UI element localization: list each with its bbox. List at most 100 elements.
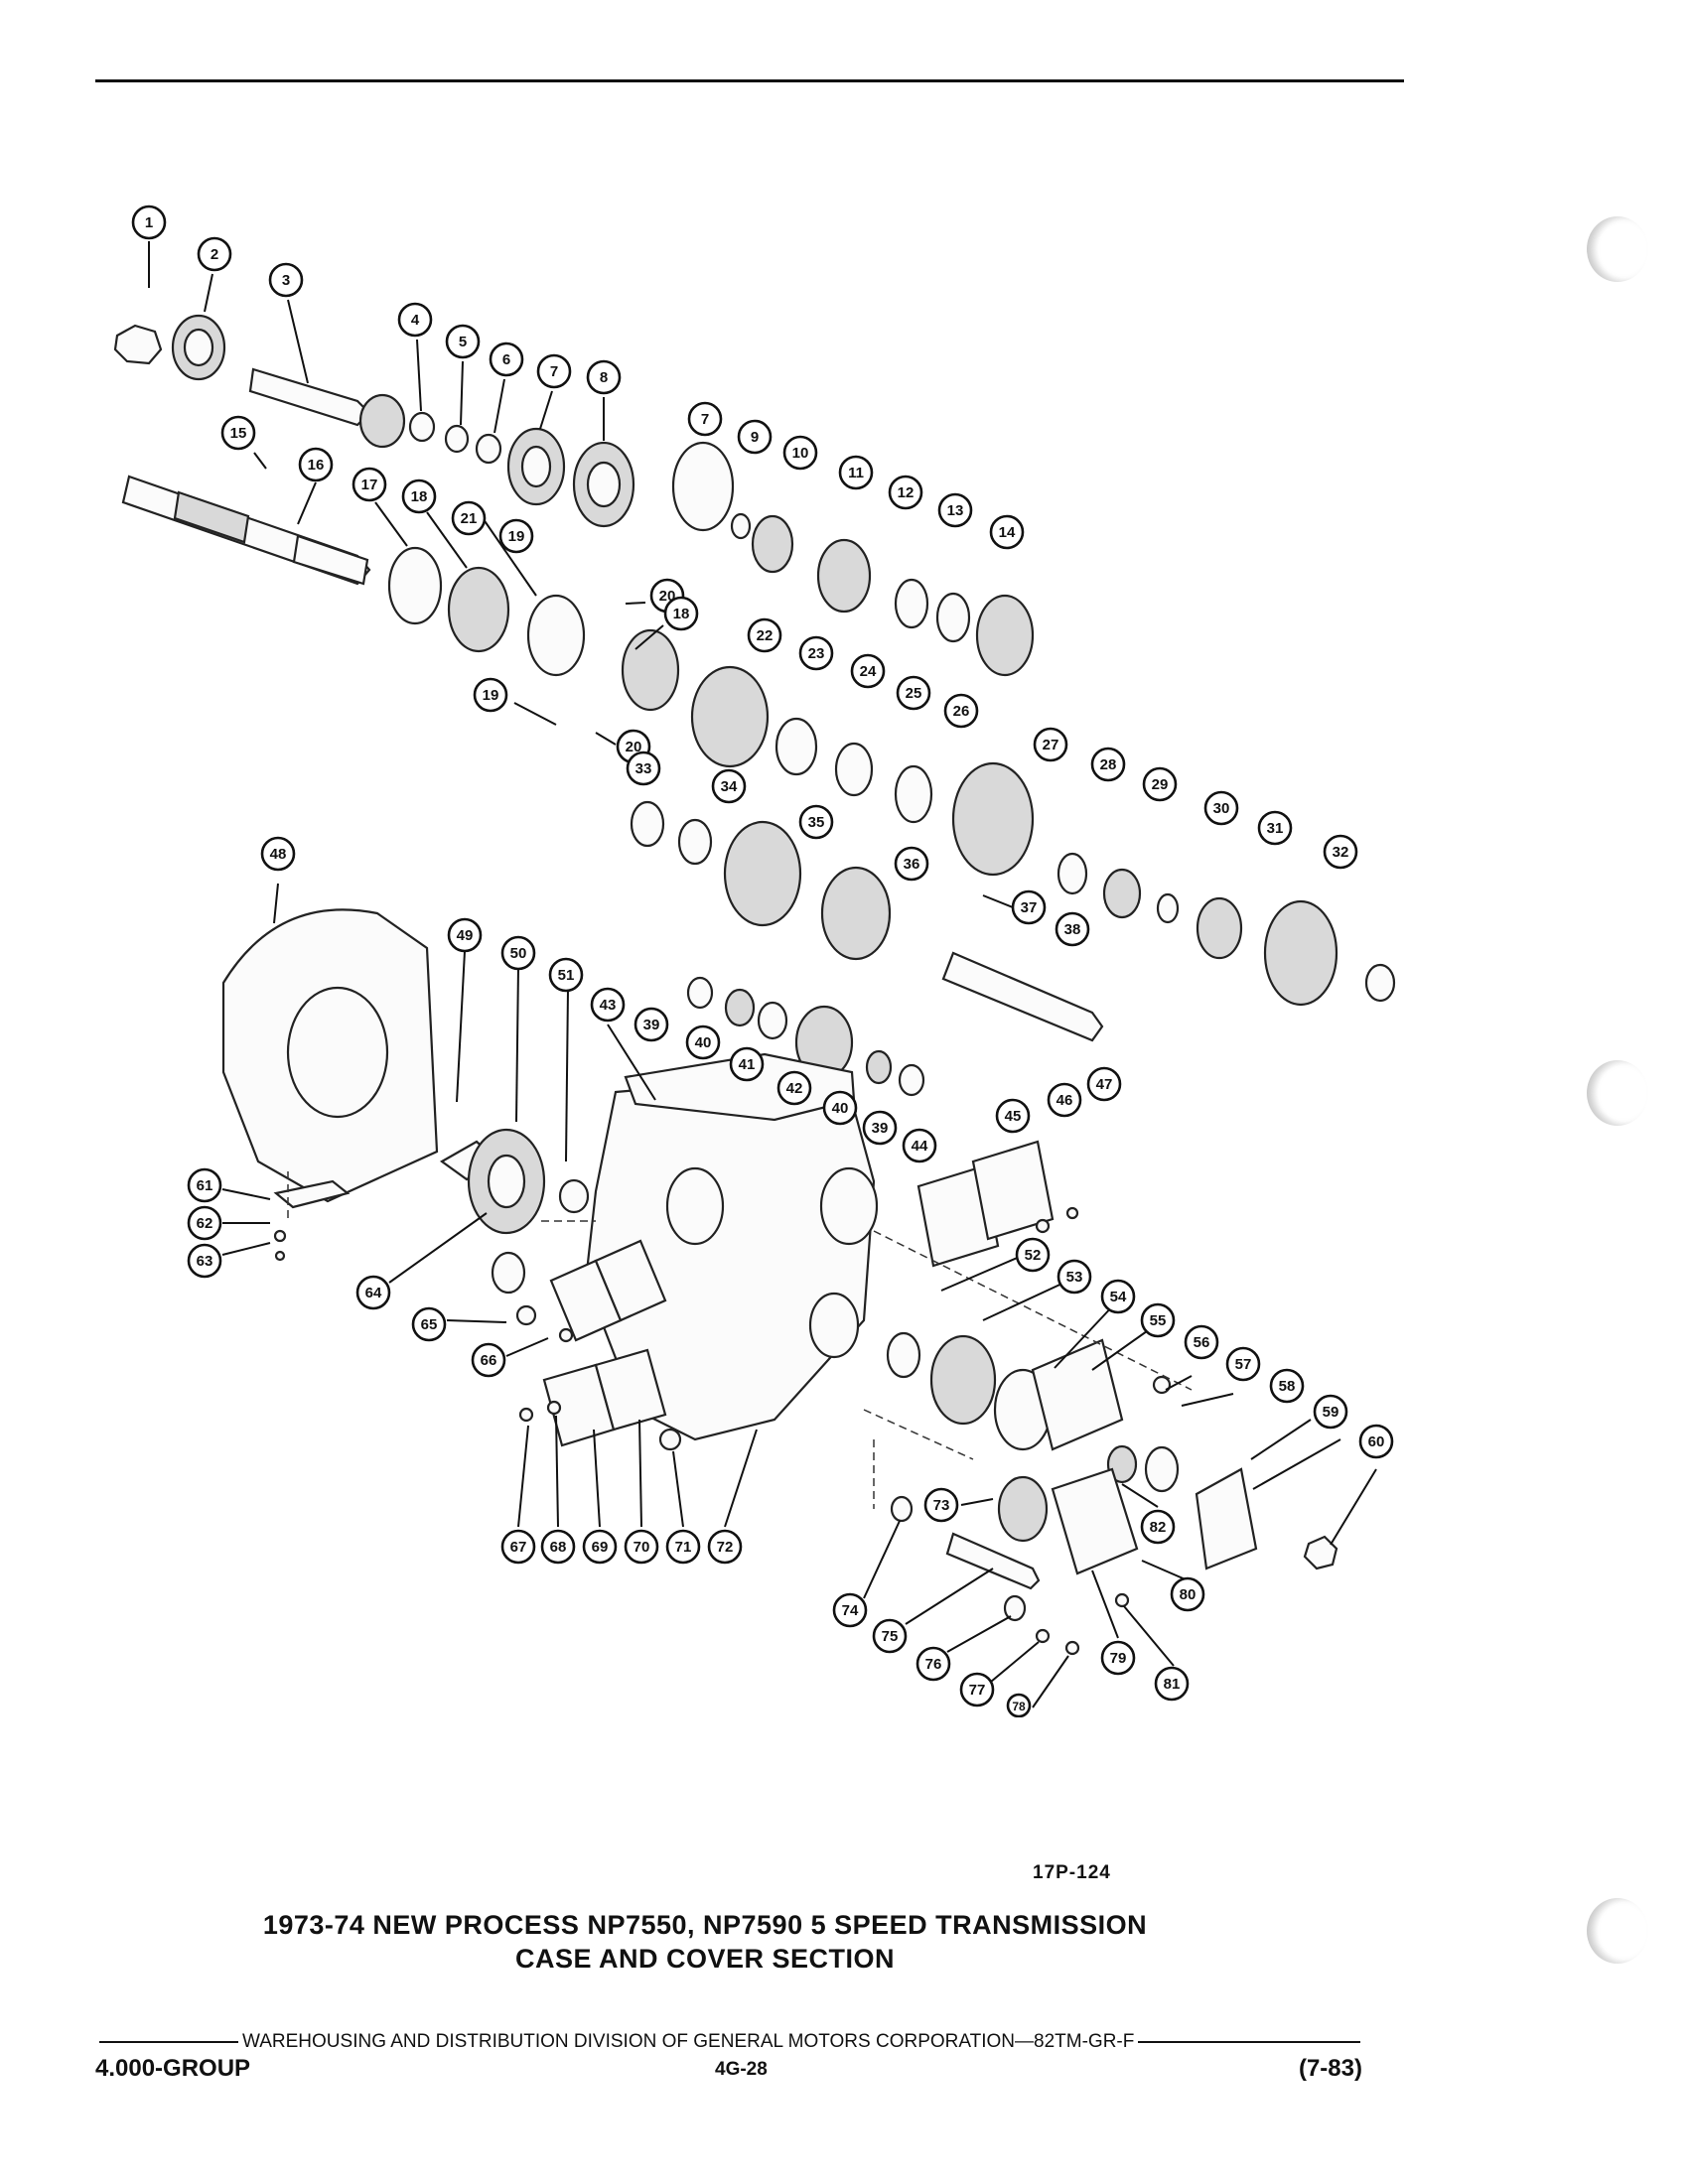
callout-label: 5 [459, 334, 467, 350]
callout-3: 3 [268, 262, 304, 298]
callout-69: 69 [582, 1529, 618, 1565]
part-callouts: 1 2 3 4 5 6 7 8 7 9 10 11 12 13 14 15 16… [131, 205, 1394, 1717]
callout-label: 9 [751, 429, 759, 446]
callout-label: 68 [550, 1539, 567, 1556]
callout-58: 58 [1269, 1368, 1305, 1404]
dashed-assembly-lines [287, 1171, 1193, 1509]
callout-label: 7 [550, 363, 558, 380]
figure-code: 17P-124 [1033, 1862, 1111, 1883]
callout-26: 26 [943, 693, 979, 729]
callout-41: 41 [729, 1046, 765, 1082]
callout-14: 14 [989, 514, 1025, 550]
callout-42: 42 [776, 1070, 812, 1106]
callout-label: 32 [1333, 844, 1349, 861]
callout-label: 13 [947, 502, 964, 519]
callout-4: 4 [397, 302, 433, 338]
callout-17: 17 [352, 467, 387, 502]
callout-label: 25 [906, 685, 922, 702]
callout-label: 20 [626, 739, 642, 755]
top-rule [95, 79, 1404, 82]
callout-51: 51 [548, 957, 584, 993]
callout-55: 55 [1140, 1302, 1176, 1338]
callout-label: 50 [510, 945, 527, 962]
callout-52: 52 [1015, 1237, 1051, 1273]
callout-label: 75 [882, 1628, 899, 1645]
binder-hole-top [1587, 216, 1648, 282]
footer-division-text: WAREHOUSING AND DISTRIBUTION DIVISION OF… [242, 2031, 1135, 2052]
callout-label: 6 [502, 351, 510, 368]
callout-label: 4 [411, 312, 420, 329]
callout-label: 3 [282, 272, 290, 289]
reverse-idler-parts [686, 976, 925, 1097]
callout-label: 52 [1025, 1247, 1042, 1264]
callout-18b: 18 [663, 596, 699, 631]
callout-label: 22 [757, 627, 774, 644]
callout-53: 53 [1056, 1259, 1092, 1295]
callout-22: 22 [747, 617, 782, 653]
callout-label: 81 [1164, 1676, 1181, 1693]
callout-65: 65 [411, 1306, 447, 1342]
callout-2: 2 [197, 236, 232, 272]
callout-61: 61 [187, 1167, 222, 1203]
callout-24: 24 [850, 653, 886, 689]
callout-label: 46 [1056, 1092, 1073, 1109]
callout-label: 35 [808, 814, 825, 831]
callout-6: 6 [489, 341, 524, 377]
callout-81: 81 [1154, 1666, 1190, 1702]
callout-23: 23 [798, 635, 834, 671]
callout-label: 67 [510, 1539, 527, 1556]
callout-72: 72 [707, 1529, 743, 1565]
footer-division-line: WAREHOUSING AND DISTRIBUTION DIVISION OF… [95, 2031, 1364, 2053]
callout-label: 19 [483, 687, 499, 704]
callout-label: 28 [1100, 756, 1117, 773]
main-drive-gear-parts [113, 314, 635, 528]
callout-37: 37 [1011, 889, 1047, 925]
callout-12: 12 [888, 475, 923, 510]
callout-label: 31 [1267, 820, 1284, 837]
callout-label: 58 [1279, 1378, 1296, 1395]
callout-28: 28 [1090, 747, 1126, 782]
callout-29: 29 [1142, 766, 1178, 802]
callout-32: 32 [1323, 834, 1358, 870]
callout-56: 56 [1184, 1324, 1219, 1360]
callout-45: 45 [995, 1098, 1031, 1134]
callout-40b: 40 [822, 1090, 858, 1126]
mainshaft-gears [387, 441, 1035, 877]
callout-label: 56 [1194, 1334, 1210, 1351]
callout-label: 17 [361, 477, 378, 493]
callout-label: 53 [1066, 1269, 1083, 1286]
callout-33: 33 [626, 751, 661, 786]
callout-label: 37 [1021, 899, 1038, 916]
clutch-housing [221, 908, 439, 1209]
callout-label: 12 [898, 484, 915, 501]
callout-label: 36 [904, 856, 920, 873]
callout-50: 50 [500, 935, 536, 971]
callout-21: 21 [451, 500, 487, 536]
callout-40: 40 [685, 1024, 721, 1060]
callout-27: 27 [1033, 727, 1068, 762]
callout-label: 26 [953, 703, 970, 720]
callout-19: 19 [498, 518, 534, 554]
callout-label: 51 [558, 967, 575, 984]
exploded-transmission-diagram: 1 2 3 4 5 6 7 8 7 9 10 11 12 13 14 15 16… [113, 205, 1396, 1717]
callout-label: 65 [421, 1316, 438, 1333]
callout-54: 54 [1100, 1279, 1136, 1314]
callout-label: 80 [1180, 1586, 1197, 1603]
callout-66: 66 [471, 1342, 506, 1378]
footer-rule-left [99, 2041, 238, 2043]
callout-19b: 19 [473, 677, 508, 713]
callout-77: 77 [959, 1672, 995, 1707]
callout-label: 71 [675, 1539, 692, 1556]
front-bearing-retainer [439, 1128, 590, 1295]
callout-68: 68 [540, 1529, 576, 1565]
callout-label: 45 [1005, 1108, 1022, 1125]
callout-label: 77 [969, 1682, 986, 1699]
callout-label: 2 [211, 246, 218, 263]
callout-label: 43 [600, 997, 617, 1014]
footer-page-number: 4G-28 [715, 2059, 768, 2080]
callout-label: 70 [634, 1539, 650, 1556]
callout-label: 7 [701, 411, 709, 428]
callout-label: 14 [999, 524, 1016, 541]
pto-cover-parts [916, 1140, 1079, 1268]
callout-label: 8 [600, 369, 608, 386]
